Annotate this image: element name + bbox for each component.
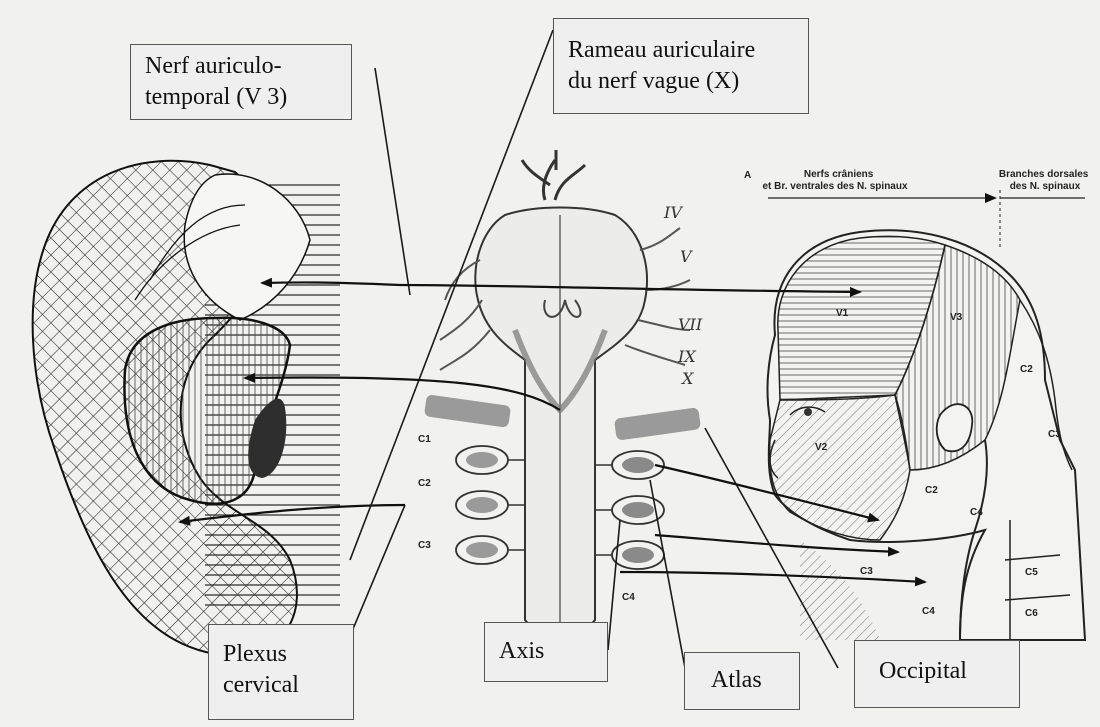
head-figure: A Nerfs crâniens et Br. ventrales des N.…: [744, 169, 1091, 640]
callout-axis: Axis: [484, 622, 608, 682]
callout-auriculotemporal-line1: Nerf auriculo-: [145, 51, 337, 82]
zone-label-c3-back: C3: [1048, 429, 1061, 440]
panel-letter: A: [744, 170, 751, 181]
header-left-line: Nerfs crâniens et Br. ventrales des N. s…: [762, 169, 907, 192]
cervical-ganglia-left: [456, 446, 508, 564]
vertebra-bar-left: [424, 394, 511, 428]
callout-axis-label: Axis: [499, 636, 593, 667]
brainstem-figure: IV V VII IX X C1 C2 C3 C4: [418, 150, 703, 635]
callout-vagus-line1: Rameau auriculaire: [568, 35, 794, 66]
vertebra-label-c4: C4: [622, 592, 635, 603]
zone-label-c6: C6: [1025, 608, 1038, 619]
zone-label-v2: V2: [815, 442, 828, 453]
zone-label-c4-front: C4: [922, 606, 935, 617]
zone-v2: [770, 395, 910, 540]
callout-plexus-line1: Plexus: [223, 639, 339, 670]
leader-axis: [608, 520, 620, 650]
callout-atlas: Atlas: [684, 652, 800, 710]
leader-atlas: [650, 480, 685, 668]
vertebra-bar-right: [614, 407, 701, 441]
callout-plexus: Plexus cervical: [208, 624, 354, 720]
leader-auriculotemporal: [375, 68, 410, 295]
nerve-label-ix: IX: [677, 347, 696, 366]
callout-atlas-label: Atlas: [711, 665, 785, 696]
vertebra-label-c1: C1: [418, 434, 431, 445]
callout-vagus: Rameau auriculaire du nerf vague (X): [553, 18, 809, 114]
vertebra-label-c3: C3: [418, 540, 431, 551]
callout-vagus-line2: du nerf vague (X): [568, 66, 794, 97]
zone-label-c3-front: C3: [860, 566, 873, 577]
callout-occipital-label: Occipital: [879, 656, 1005, 687]
callout-auriculotemporal: Nerf auriculo- temporal (V 3): [130, 44, 352, 120]
nerve-label-iv: IV: [663, 203, 683, 222]
zone-label-c5: C5: [1025, 567, 1038, 578]
callout-occipital: Occipital: [854, 640, 1020, 708]
zone-label-v1: V1: [836, 308, 849, 319]
header-right-line: Branches dorsales des N. spinaux: [999, 169, 1091, 192]
arrow-to-c4-neck: [620, 572, 925, 582]
zone-label-c2-neck: C2: [925, 485, 938, 496]
nerve-label-x: X: [680, 369, 694, 388]
callout-auriculotemporal-line2: temporal (V 3): [145, 82, 337, 113]
zone-label-c2-back: C2: [1020, 364, 1033, 375]
zone-label-c4-neck: C4: [970, 507, 983, 518]
zone-label-v3: V3: [950, 312, 963, 323]
nerve-label-vii: VII: [678, 315, 703, 334]
vertebra-label-c2: C2: [418, 478, 431, 489]
nerve-label-v: V: [680, 247, 693, 266]
ear-figure: [33, 161, 340, 655]
callout-plexus-line2: cervical: [223, 670, 339, 701]
